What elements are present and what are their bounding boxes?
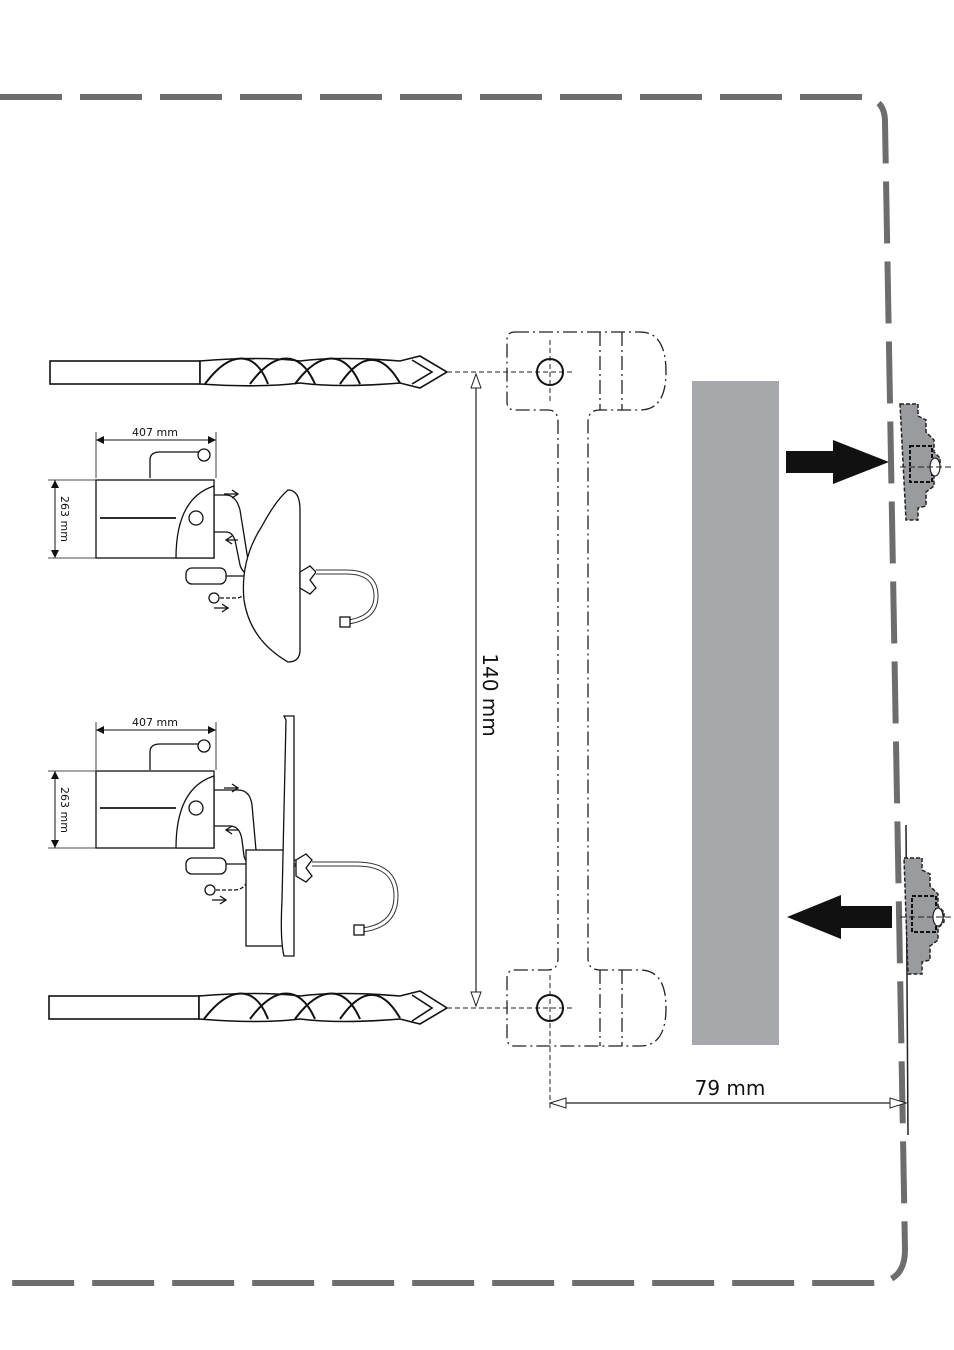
- heater-1-width-label: 407 mm: [132, 426, 178, 439]
- wall-plug-bottom: [900, 858, 954, 974]
- heater-installation-1: 407 mm 263 mm: [48, 426, 376, 662]
- dimension-140-label: 140 mm: [478, 653, 502, 737]
- heater-1-height-dimension: 263 mm: [48, 480, 96, 558]
- mounting-panel: [692, 381, 779, 1045]
- heater-2-height-dimension: 263 mm: [48, 771, 96, 848]
- dimension-79: 79 mm: [550, 1076, 906, 1108]
- mounting-template: [507, 332, 666, 1046]
- heater-2-width-dimension: 407 mm: [96, 716, 216, 770]
- mounting-hole-bottom: [537, 975, 563, 1110]
- wall-plug-top: [900, 404, 954, 520]
- arrow-left-icon: [787, 895, 892, 939]
- leader-lines: [447, 372, 575, 1008]
- wall-section: [900, 404, 954, 1135]
- heater-2-width-label: 407 mm: [132, 716, 178, 729]
- heater-1-height-label: 263 mm: [58, 496, 71, 542]
- arrow-right-icon: [786, 440, 889, 484]
- heater-2-height-label: 263 mm: [58, 787, 71, 833]
- dimension-79-label: 79 mm: [695, 1076, 766, 1100]
- heater-installation-2: 407 mm 263 mm: [48, 716, 396, 956]
- drill-bit-top: [50, 356, 447, 388]
- dimension-140: 140 mm: [471, 374, 502, 1006]
- heater-2-sink: [281, 716, 294, 956]
- drill-bit-bottom: [49, 991, 447, 1024]
- heater-1-sink: [243, 490, 300, 662]
- mounting-hole-top: [537, 340, 563, 402]
